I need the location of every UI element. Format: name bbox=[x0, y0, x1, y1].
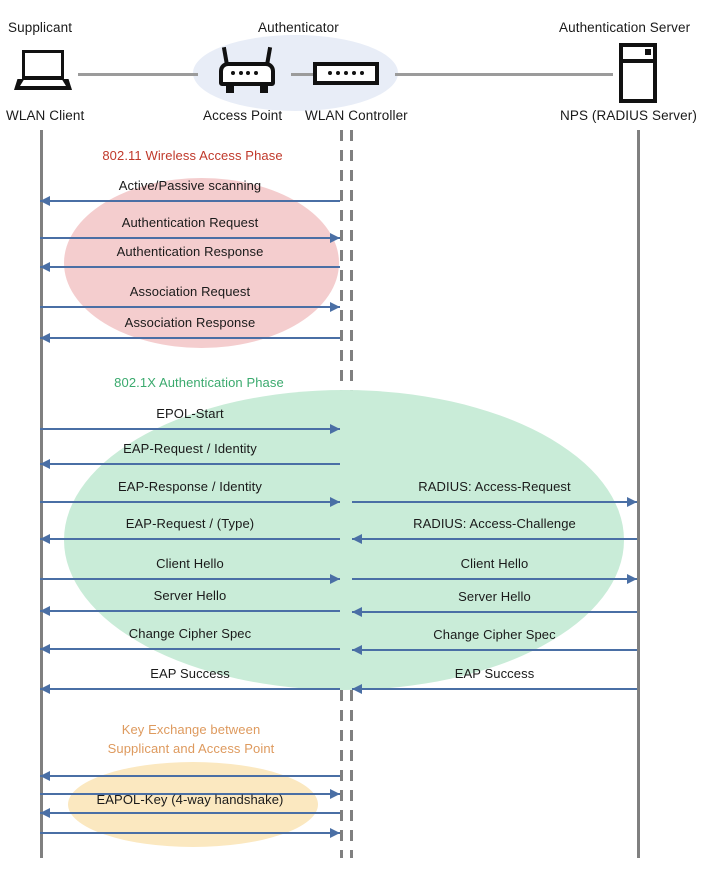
wire-controller-to-server bbox=[395, 73, 613, 76]
message-label: Client Hello bbox=[460, 556, 529, 571]
message-label: RADIUS: Access-Challenge bbox=[413, 516, 576, 531]
phase-title-keyexchange: Key Exchange between Supplicant and Acce… bbox=[107, 722, 275, 756]
message-label: Client Hello bbox=[156, 556, 224, 571]
phase-blob-80211 bbox=[64, 178, 339, 348]
message-label: Active/Passive scanning bbox=[118, 178, 262, 193]
message-label: Change Cipher Spec bbox=[128, 626, 252, 641]
message-label: EAP-Request / (Type) bbox=[125, 516, 255, 531]
message-label: EAPOL-Key (4-way handshake) bbox=[96, 792, 284, 807]
phase-title-8021x: 802.1X Authentication Phase bbox=[114, 375, 284, 390]
actor-device-nps-radius-server: NPS (RADIUS Server) bbox=[560, 108, 697, 123]
wire-client-to-ap bbox=[78, 73, 198, 76]
phase-title-80211: 802.11 Wireless Access Phase bbox=[102, 148, 283, 163]
actor-role-authentication-server: Authentication Server bbox=[559, 20, 691, 35]
message-label: Server Hello bbox=[458, 589, 531, 604]
actor-device-wlan-controller: WLAN Controller bbox=[305, 108, 408, 123]
actor-device-access-point: Access Point bbox=[203, 108, 283, 123]
laptop-icon bbox=[14, 50, 72, 92]
message-label: EAP Success bbox=[454, 666, 535, 681]
message-label: Association Response bbox=[124, 315, 256, 330]
message-label: EAP-Response / Identity bbox=[118, 479, 262, 494]
message-label: Authentication Request bbox=[121, 215, 259, 230]
actor-device-wlan-client: WLAN Client bbox=[6, 108, 85, 123]
phase-blob-8021x bbox=[64, 390, 624, 690]
message-label: Server Hello bbox=[153, 588, 227, 603]
server-icon bbox=[619, 43, 657, 103]
access-point-icon bbox=[219, 46, 275, 94]
message-label: EAP Success bbox=[150, 666, 230, 681]
message-label: RADIUS: Access-Request bbox=[418, 479, 571, 494]
message-label: Association Request bbox=[129, 284, 251, 299]
wire-ap-to-controller bbox=[291, 73, 313, 76]
message-label: Authentication Response bbox=[116, 244, 264, 259]
lifeline-nps-server bbox=[637, 130, 640, 858]
actor-role-supplicant: Supplicant bbox=[8, 20, 73, 35]
message-label: Change Cipher Spec bbox=[433, 627, 556, 642]
message-label: EAP-Request / Identity bbox=[123, 441, 257, 456]
lifeline-supplicant bbox=[40, 130, 43, 858]
message-label: EPOL-Start bbox=[156, 406, 224, 421]
wlan-controller-icon bbox=[313, 62, 379, 85]
actor-role-authenticator: Authenticator bbox=[258, 20, 339, 35]
